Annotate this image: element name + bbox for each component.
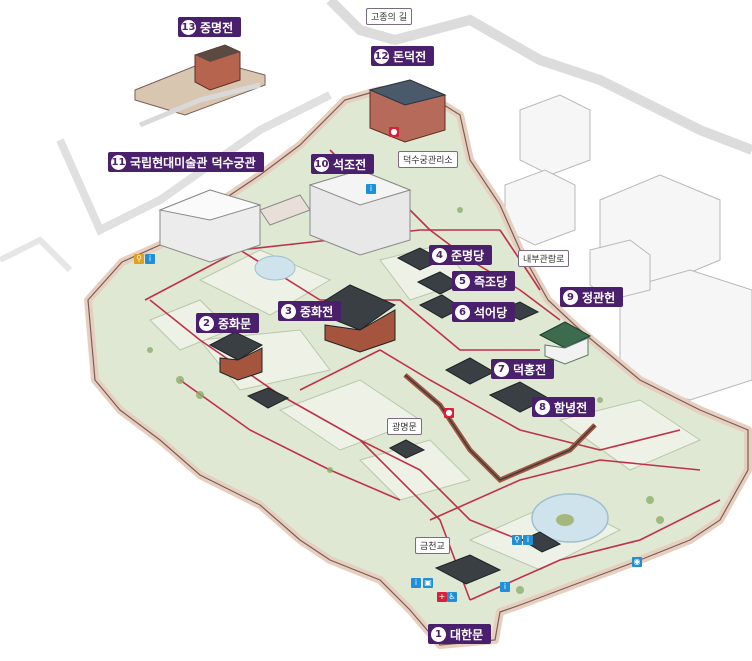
- info-icon[interactable]: i: [366, 184, 376, 194]
- palace-wall: [87, 89, 749, 646]
- building-mmca-deoksugung: [158, 189, 311, 263]
- cafe-icon[interactable]: ●: [444, 408, 454, 418]
- accessibility-icon[interactable]: ♿: [447, 592, 457, 602]
- label-number: 12: [374, 48, 389, 64]
- label-text: 함녕전: [554, 400, 588, 415]
- street: [139, 82, 261, 128]
- label-number: 4: [432, 247, 447, 263]
- label-number: 3: [281, 303, 296, 319]
- tag-gojong-road: 고종의 길: [366, 8, 412, 25]
- label-mmca-deoksugung[interactable]: 11 국립현대미술관 덕수궁관: [108, 152, 264, 172]
- label-junmyeongdang[interactable]: 4 준명당: [429, 245, 493, 265]
- tag-inner-viewing-path: 내부관람로: [518, 250, 570, 267]
- locker-icon[interactable]: ▣: [423, 578, 433, 588]
- camera-icon[interactable]: ◉: [632, 557, 642, 567]
- building-jeonggwanheon: [538, 321, 592, 365]
- label-deokhongjeon[interactable]: 7 덕홍전: [491, 359, 555, 379]
- label-daehanmun[interactable]: 1 대한문: [428, 624, 492, 644]
- corridor-roof: [404, 374, 596, 481]
- label-text: 석조전: [333, 157, 367, 172]
- pond-island: [556, 514, 574, 526]
- label-number: 5: [455, 273, 470, 289]
- info-icon[interactable]: i: [500, 582, 510, 592]
- tag-gwangmyeongmun: 광명문: [387, 418, 422, 435]
- toilet-icon[interactable]: ⚲: [512, 535, 522, 545]
- toilet-icon[interactable]: ⚲: [134, 254, 144, 264]
- info-icon[interactable]: i: [145, 254, 155, 264]
- fountain: [254, 255, 296, 281]
- label-text: 석어당: [474, 305, 508, 320]
- label-text: 중화문: [218, 316, 252, 331]
- label-text: 돈덕전: [393, 49, 427, 64]
- label-hamnyeongjeon[interactable]: 8 함녕전: [532, 397, 596, 417]
- street: [0, 236, 73, 273]
- cafe-icon[interactable]: ●: [389, 127, 399, 137]
- building-jungmyeongjeon: [134, 44, 266, 116]
- street: [56, 91, 332, 236]
- label-jeunghwajeon[interactable]: 3 중화전: [278, 301, 342, 321]
- building-dondeokjeon: [368, 79, 447, 143]
- label-junghwamun[interactable]: 2 중화문: [196, 313, 260, 333]
- label-number: 11: [111, 154, 126, 170]
- label-number: 8: [535, 399, 550, 415]
- first-aid-icon[interactable]: +: [437, 592, 447, 602]
- label-number: 13: [181, 19, 196, 35]
- label-jungmyeongjeon[interactable]: 13 중명전: [178, 17, 242, 37]
- label-seogeodang[interactable]: 6 석어당: [452, 302, 516, 322]
- label-number: 9: [563, 289, 578, 305]
- label-jeukjodang[interactable]: 5 즉조당: [452, 271, 516, 291]
- label-seokjojeon[interactable]: 10 석조전: [311, 154, 375, 174]
- tag-geumcheongyo: 금천교: [415, 537, 450, 554]
- label-number: 6: [455, 304, 470, 320]
- tag-management-office: 덕수궁관리소: [398, 151, 458, 168]
- label-dondeokjeon[interactable]: 12 돈덕전: [371, 46, 435, 66]
- label-text: 정관헌: [582, 290, 616, 305]
- label-text: 즉조당: [474, 274, 508, 289]
- label-text: 준명당: [451, 248, 485, 263]
- info-icon[interactable]: i: [411, 578, 421, 588]
- label-number: 10: [314, 156, 329, 172]
- background-buildings: [504, 94, 752, 401]
- info-icon[interactable]: i: [523, 535, 533, 545]
- street: [326, 0, 752, 155]
- label-text: 대한문: [450, 627, 484, 642]
- label-text: 중명전: [200, 20, 234, 35]
- label-number: 7: [494, 361, 509, 377]
- label-number: 2: [199, 315, 214, 331]
- label-number: 1: [431, 626, 446, 642]
- label-text: 국립현대미술관 덕수궁관: [130, 155, 256, 170]
- trees: [147, 207, 664, 594]
- label-text: 중화전: [300, 304, 334, 319]
- label-text: 덕홍전: [513, 362, 547, 377]
- traditional-halls: [208, 247, 562, 585]
- label-jeonggwanheon[interactable]: 9 정관헌: [560, 287, 624, 307]
